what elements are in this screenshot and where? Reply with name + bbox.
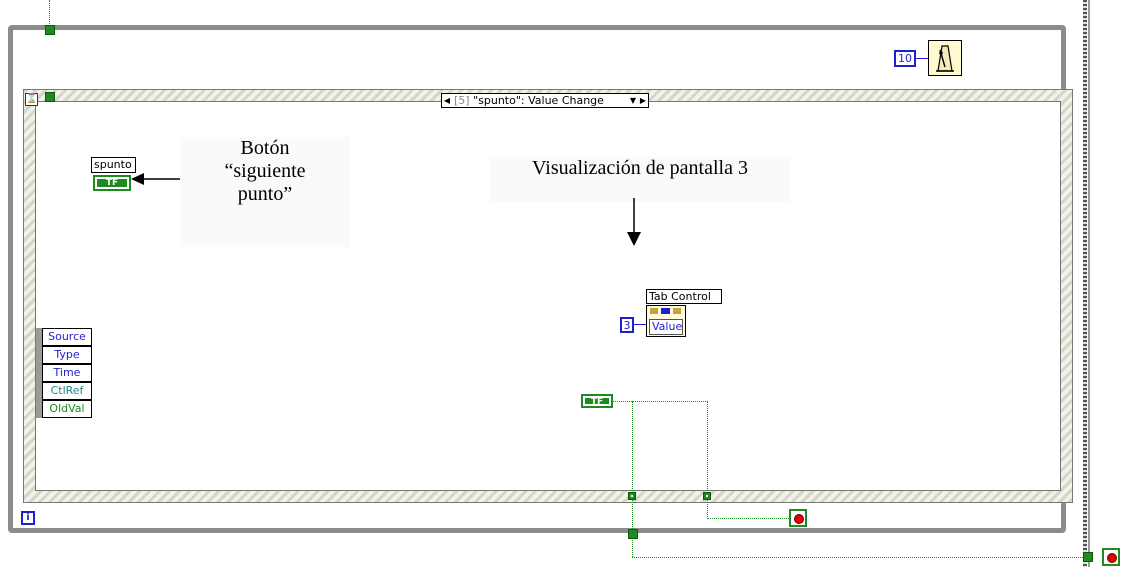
event-data-node[interactable]: Source Type Time CtlRef OldVal <box>36 328 92 418</box>
tab-control-value-property[interactable]: Value <box>649 319 683 335</box>
event-case-name: "spunto": Value Change <box>473 93 604 107</box>
hourglass-icon: ⌛ <box>26 94 38 104</box>
stop-button-icon[interactable] <box>789 509 807 527</box>
spunto-label: spunto <box>91 157 136 173</box>
event-data-oldval[interactable]: OldVal <box>42 400 92 418</box>
annotation-boton: Botón “siguiente punto” <box>180 137 350 247</box>
iteration-label: i <box>26 512 30 523</box>
wait-wire <box>916 58 930 59</box>
event-case-selector[interactable]: ◀ [5] "spunto": Value Change ▼ ▶ <box>441 93 649 108</box>
bool-wire-h <box>613 401 708 402</box>
outer-structure-edge <box>1083 0 1087 567</box>
annotation-visualizacion: Visualización de pantalla 3 <box>490 157 790 202</box>
event-data-source[interactable]: Source <box>42 328 92 346</box>
event-output-tunnel-right[interactable] <box>703 492 711 500</box>
event-output-tunnel-left[interactable] <box>628 492 636 500</box>
prev-case-arrow-icon[interactable]: ◀ <box>443 95 451 105</box>
spunto-terminal-text: TF <box>97 179 127 188</box>
outer-tunnel[interactable] <box>1083 552 1093 562</box>
true-constant-text: TF <box>585 398 609 407</box>
event-case-index: [5] <box>454 93 470 107</box>
tab-control-label: Tab Control <box>646 289 722 304</box>
annotation-boton-line2: “siguiente <box>224 160 306 182</box>
outer-structure-edge-inner <box>1088 0 1090 567</box>
event-data-ctlref[interactable]: CtlRef <box>42 382 92 400</box>
spunto-boolean-control[interactable]: TF <box>93 175 131 191</box>
loop-stop-condition-icon[interactable] <box>1102 548 1120 566</box>
wait-ms-function-icon[interactable] <box>928 40 962 76</box>
annotation-boton-line3: punto” <box>237 183 293 205</box>
tab-icon <box>650 307 682 316</box>
event-structure-tunnel[interactable] <box>45 92 55 102</box>
while-loop-tunnel-bottom[interactable] <box>628 529 638 539</box>
tab-value-constant[interactable]: 3 <box>620 317 634 333</box>
tab-value-wire <box>634 324 646 325</box>
annotation-boton-line1: Botón <box>240 137 290 159</box>
input-wire <box>49 0 50 30</box>
while-loop[interactable] <box>8 25 1066 533</box>
true-boolean-constant[interactable]: TF <box>581 394 613 408</box>
case-menu-arrow-icon[interactable]: ▼ <box>629 95 637 105</box>
event-data-type[interactable]: Type <box>42 346 92 364</box>
event-timeout-terminal[interactable]: ⌛ <box>25 93 38 106</box>
wait-ms-constant[interactable]: 10 <box>894 50 916 67</box>
bool-wire-v-right <box>707 401 708 519</box>
next-case-arrow-icon[interactable]: ▶ <box>639 95 647 105</box>
event-data-time[interactable]: Time <box>42 364 92 382</box>
arrow-to-tab-control <box>627 198 641 246</box>
bool-wire-v-left <box>632 401 633 557</box>
bool-wire-to-stop-event <box>707 518 789 519</box>
event-case-label: [5] "spunto": Value Change <box>452 94 628 108</box>
bool-wire-to-stop-loop <box>632 557 1087 558</box>
while-loop-tunnel-top[interactable] <box>45 25 55 35</box>
loop-iteration-terminal[interactable]: i <box>21 511 35 525</box>
tab-control-property-node[interactable]: Value <box>646 305 686 337</box>
